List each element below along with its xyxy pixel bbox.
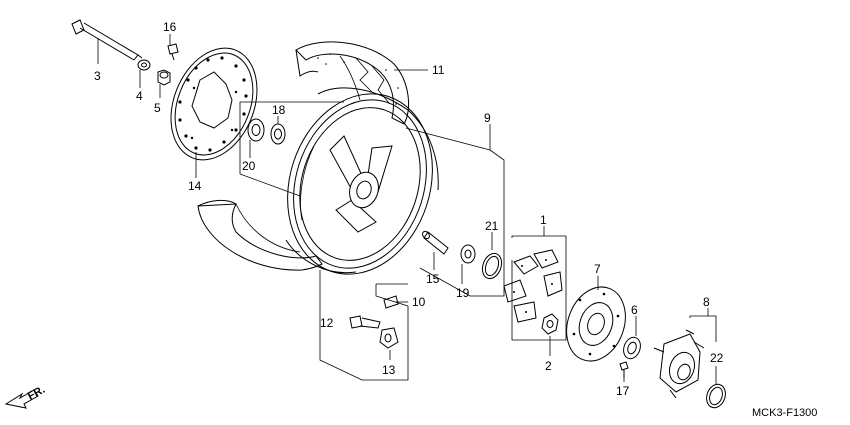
diagram-code: MCK3-F1300	[752, 407, 817, 419]
callout-10: 10	[412, 295, 426, 309]
o-ring-part[interactable]	[479, 232, 505, 281]
callout-5: 5	[154, 101, 161, 115]
callout-14: 14	[188, 179, 202, 193]
callout-19: 19	[456, 286, 470, 300]
damper-rubber-part[interactable]	[503, 226, 567, 341]
bearing-18-part[interactable]	[270, 116, 286, 145]
callout-8: 8	[703, 295, 710, 309]
collar-part[interactable]	[157, 69, 171, 98]
valve-group-part[interactable]	[319, 270, 409, 381]
callout-17: 17	[616, 384, 630, 398]
wheel-rim-part[interactable]	[265, 75, 455, 293]
callout-20: 20	[242, 159, 256, 173]
callout-2: 2	[545, 359, 552, 373]
tire-part[interactable]	[295, 41, 428, 125]
callout-1: 1	[540, 213, 547, 227]
callout-18: 18	[272, 103, 286, 117]
callout-15: 15	[426, 272, 440, 286]
flange-plate-part[interactable]	[557, 276, 636, 369]
callout-16: 16	[163, 20, 177, 34]
callout-21: 21	[485, 219, 499, 233]
callout-22: 22	[710, 351, 724, 365]
screw-part[interactable]	[619, 361, 629, 382]
callout-3: 3	[94, 69, 101, 83]
callout-13: 13	[382, 363, 396, 377]
disc-bolt-part[interactable]	[167, 34, 179, 61]
callout-12: 12	[320, 316, 334, 330]
distance-collar-part[interactable]	[421, 230, 449, 270]
callout-11: 11	[432, 63, 445, 77]
brake-disc-part[interactable]	[155, 35, 273, 178]
callout-4: 4	[136, 89, 143, 103]
front-direction-arrow-icon	[4, 389, 39, 409]
driven-flange-nut-part[interactable]	[541, 313, 559, 356]
bearing-20-part[interactable]	[247, 118, 265, 158]
callout-7: 7	[594, 262, 601, 276]
hub-o-ring-part[interactable]	[703, 366, 728, 410]
hub-flange-part[interactable]	[653, 308, 717, 399]
callout-9: 9	[484, 111, 491, 125]
washer-part[interactable]	[137, 59, 151, 88]
bearing-19-part[interactable]	[460, 244, 476, 284]
direction-label: FR.	[26, 384, 47, 403]
flange-washer-part[interactable]	[621, 316, 644, 361]
callout-6: 6	[631, 303, 638, 317]
axle-part[interactable]	[71, 19, 143, 64]
tire-lower-part	[197, 199, 323, 271]
